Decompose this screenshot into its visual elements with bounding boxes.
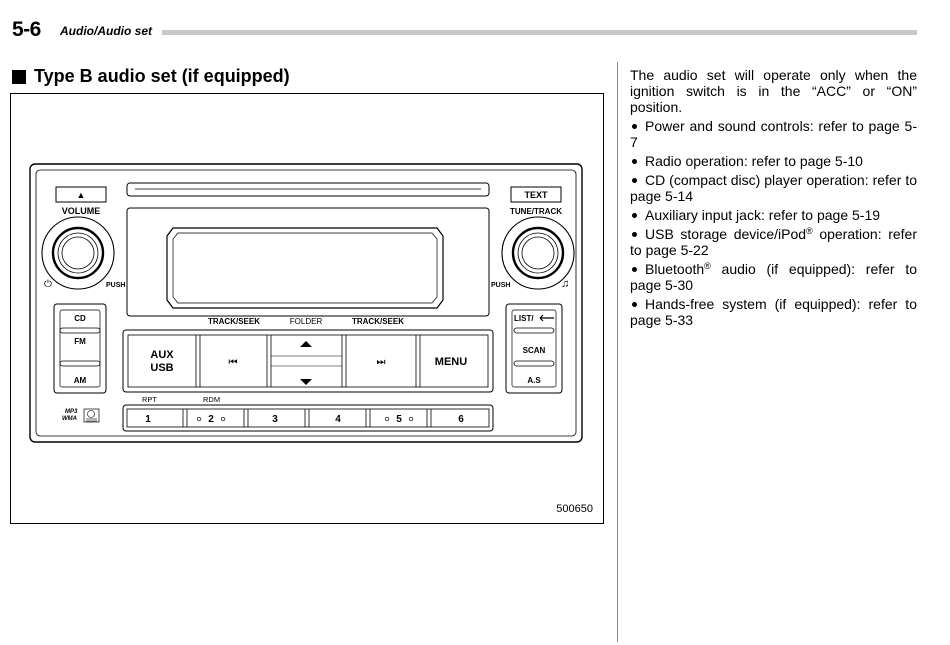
bullet-icon: [632, 301, 637, 307]
preset-1-label: 1: [145, 414, 151, 425]
page-header: 5-6 Audio/Audio set: [12, 18, 917, 42]
bullet-usb-ipod: USB storage device/iPod® operation: refe…: [630, 226, 917, 258]
preset-5-dot-right-icon: [408, 416, 414, 422]
folder-down-icon: [300, 379, 312, 385]
bullet-icon: [632, 231, 637, 237]
preset-2-dot-left-icon: [196, 416, 202, 422]
as-label: A.S: [527, 376, 541, 385]
bullet-text: USB storage device/iPod: [645, 226, 807, 242]
bullet-radio: Radio operation: refer to page 5-10: [630, 153, 917, 169]
square-bullet-icon: [12, 69, 26, 84]
rdm-label: RDM: [203, 395, 220, 404]
return-icon: [539, 314, 554, 322]
bullet-icon: [632, 158, 637, 164]
right-column: The audio set will operate only when the…: [630, 67, 917, 331]
disc-logo-icon: [83, 408, 100, 423]
bullet-cd: CD (compact disc) player operation: refe…: [630, 172, 917, 204]
section-heading: Type B audio set (if equipped): [12, 66, 290, 87]
scan-label: SCAN: [523, 346, 546, 355]
cd-label: CD: [74, 314, 86, 323]
list-label: LIST/: [514, 314, 534, 323]
column-divider: [617, 62, 618, 642]
header-rule: [162, 30, 917, 35]
power-icon: ⏻: [44, 279, 52, 290]
track-seek-label-right: TRACK/SEEK: [352, 317, 404, 326]
registered-mark: ®: [704, 261, 711, 271]
bullet-icon: [632, 123, 637, 129]
bullet-icon: [632, 177, 637, 183]
preset-3-label: 3: [272, 414, 278, 425]
aux-label: AUX: [150, 349, 174, 361]
bullet-text: Hands-free system (if equipped): refer t…: [630, 296, 917, 328]
intro-paragraph: The audio set will operate only when the…: [630, 67, 917, 115]
menu-label: MENU: [435, 356, 467, 368]
track-seek-label-left: TRACK/SEEK: [208, 317, 260, 326]
bullet-bluetooth: Bluetooth® audio (if equipped): refer to…: [630, 261, 917, 293]
mp3-logo-label: MP3: [65, 409, 78, 415]
skip-forward-icon: ⏭: [377, 357, 386, 368]
bullet-text-tail: audio (if equipped): refer to page 5-30: [630, 261, 917, 293]
bullet-text: Radio operation: refer to page 5-10: [645, 153, 863, 169]
preset-5-label: 5: [396, 414, 402, 425]
eject-icon: ▲: [77, 190, 86, 200]
bullet-text: Auxiliary input jack: refer to page 5-19: [645, 207, 881, 223]
bullet-icon: [632, 266, 637, 272]
bullet-hands-free: Hands-free system (if equipped): refer t…: [630, 296, 917, 328]
registered-mark: ®: [806, 226, 813, 236]
audio-set-figure: ▲ VOLUME ⏻ PUSH TEXT TUNE/TRACK PUSH ♫ C…: [10, 93, 604, 524]
bullet-text: CD (compact disc) player operation: refe…: [630, 172, 917, 204]
folder-up-icon: [300, 341, 312, 347]
bullet-text-tail: operation: refer to page 5-22: [630, 226, 917, 258]
folder-label: FOLDER: [290, 317, 323, 326]
page-number: 5-6: [12, 18, 41, 41]
preset-4-label: 4: [335, 414, 341, 425]
preset-5-dot-left-icon: [384, 416, 390, 422]
bullet-power-sound: Power and sound controls: refer to page …: [630, 118, 917, 150]
am-label: AM: [74, 376, 87, 385]
tune-track-label: TUNE/TRACK: [510, 207, 562, 216]
section-heading-text: Type B audio set (if equipped): [34, 66, 290, 86]
bullet-icon: [632, 212, 637, 218]
chapter-title: Audio/Audio set: [60, 24, 152, 38]
rpt-label: RPT: [142, 395, 157, 404]
bullet-text: Power and sound controls: refer to page …: [630, 118, 917, 150]
wma-logo-label: WMA: [62, 416, 77, 422]
usb-label: USB: [150, 362, 173, 374]
skip-back-icon: ⏮: [229, 357, 238, 368]
preset-2-label: 2: [208, 414, 214, 425]
bullet-aux: Auxiliary input jack: refer to page 5-19: [630, 207, 917, 223]
figure-id: 500650: [556, 503, 593, 515]
volume-label: VOLUME: [62, 206, 101, 216]
preset-2-dot-right-icon: [220, 416, 226, 422]
push-label-left: PUSH: [106, 282, 125, 289]
text-button-label: TEXT: [524, 190, 548, 200]
fm-label: FM: [74, 337, 86, 346]
bullet-text: Bluetooth: [645, 261, 705, 277]
push-label-right: PUSH: [491, 282, 510, 289]
audio-set-illustration: ▲ VOLUME ⏻ PUSH TEXT TUNE/TRACK PUSH ♫ C…: [29, 163, 583, 443]
preset-6-label: 6: [458, 414, 464, 425]
music-note-icon: ♫: [561, 278, 569, 290]
